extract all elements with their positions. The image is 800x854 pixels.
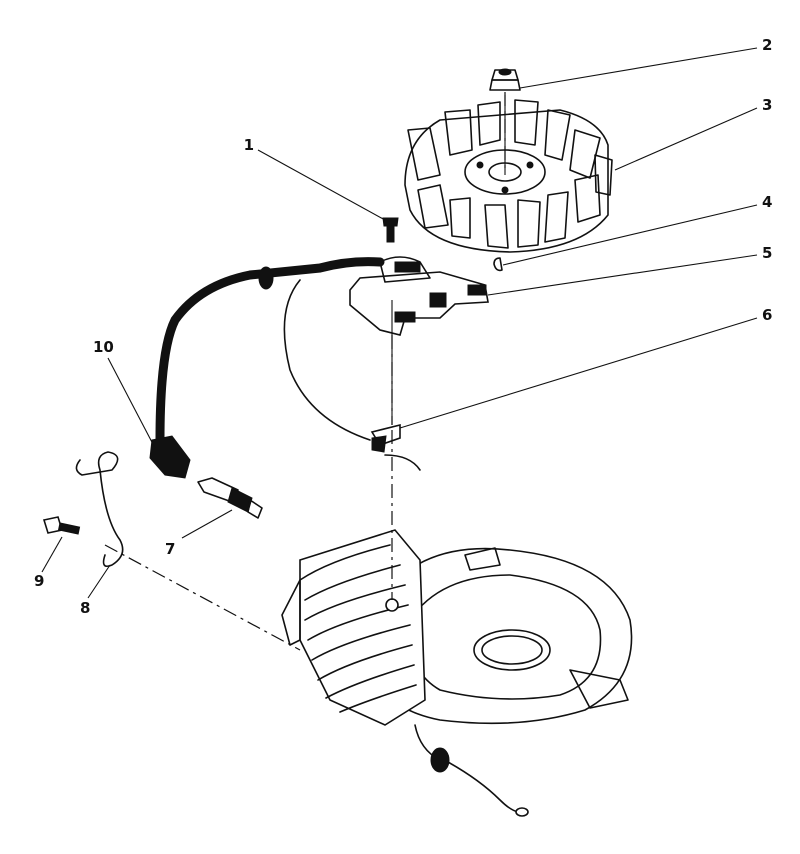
callout-3: 3 <box>762 96 772 114</box>
callout-5: 5 <box>762 244 772 262</box>
callout-7: 7 <box>165 540 175 558</box>
callout-10: 10 <box>93 338 114 356</box>
leader-4 <box>502 204 758 266</box>
flywheel <box>404 95 613 253</box>
spark-plug <box>197 477 263 519</box>
callout-8: 8 <box>80 599 90 617</box>
wire-clip <box>75 451 124 568</box>
callout-2: 2 <box>762 36 772 54</box>
bolt <box>42 516 81 535</box>
leader-1 <box>257 149 386 221</box>
screw <box>382 217 399 243</box>
callout-9: 9 <box>34 572 44 590</box>
leader-10 <box>107 357 156 449</box>
ground-wire <box>283 279 421 471</box>
flywheel-nut <box>489 68 521 91</box>
spark-plug-lead <box>149 257 385 479</box>
stop-wire <box>414 724 529 817</box>
leader-3 <box>614 107 758 171</box>
callout-1: 1 <box>244 136 254 154</box>
leader-lines <box>41 47 758 599</box>
engine-block <box>281 430 633 726</box>
callout-6: 6 <box>762 306 772 324</box>
callout-labels: 1 2 3 4 5 6 7 8 9 10 <box>34 36 772 617</box>
leader-9 <box>41 536 63 573</box>
leader-8 <box>87 564 111 599</box>
assembly-lines <box>104 92 506 651</box>
callout-4: 4 <box>762 193 772 211</box>
ground-terminal <box>370 423 401 453</box>
ignition-module <box>349 256 489 425</box>
leader-5 <box>487 254 758 296</box>
leader-2 <box>519 47 758 89</box>
flywheel-key <box>493 257 503 272</box>
leader-6 <box>399 317 758 429</box>
leader-7 <box>181 509 233 539</box>
